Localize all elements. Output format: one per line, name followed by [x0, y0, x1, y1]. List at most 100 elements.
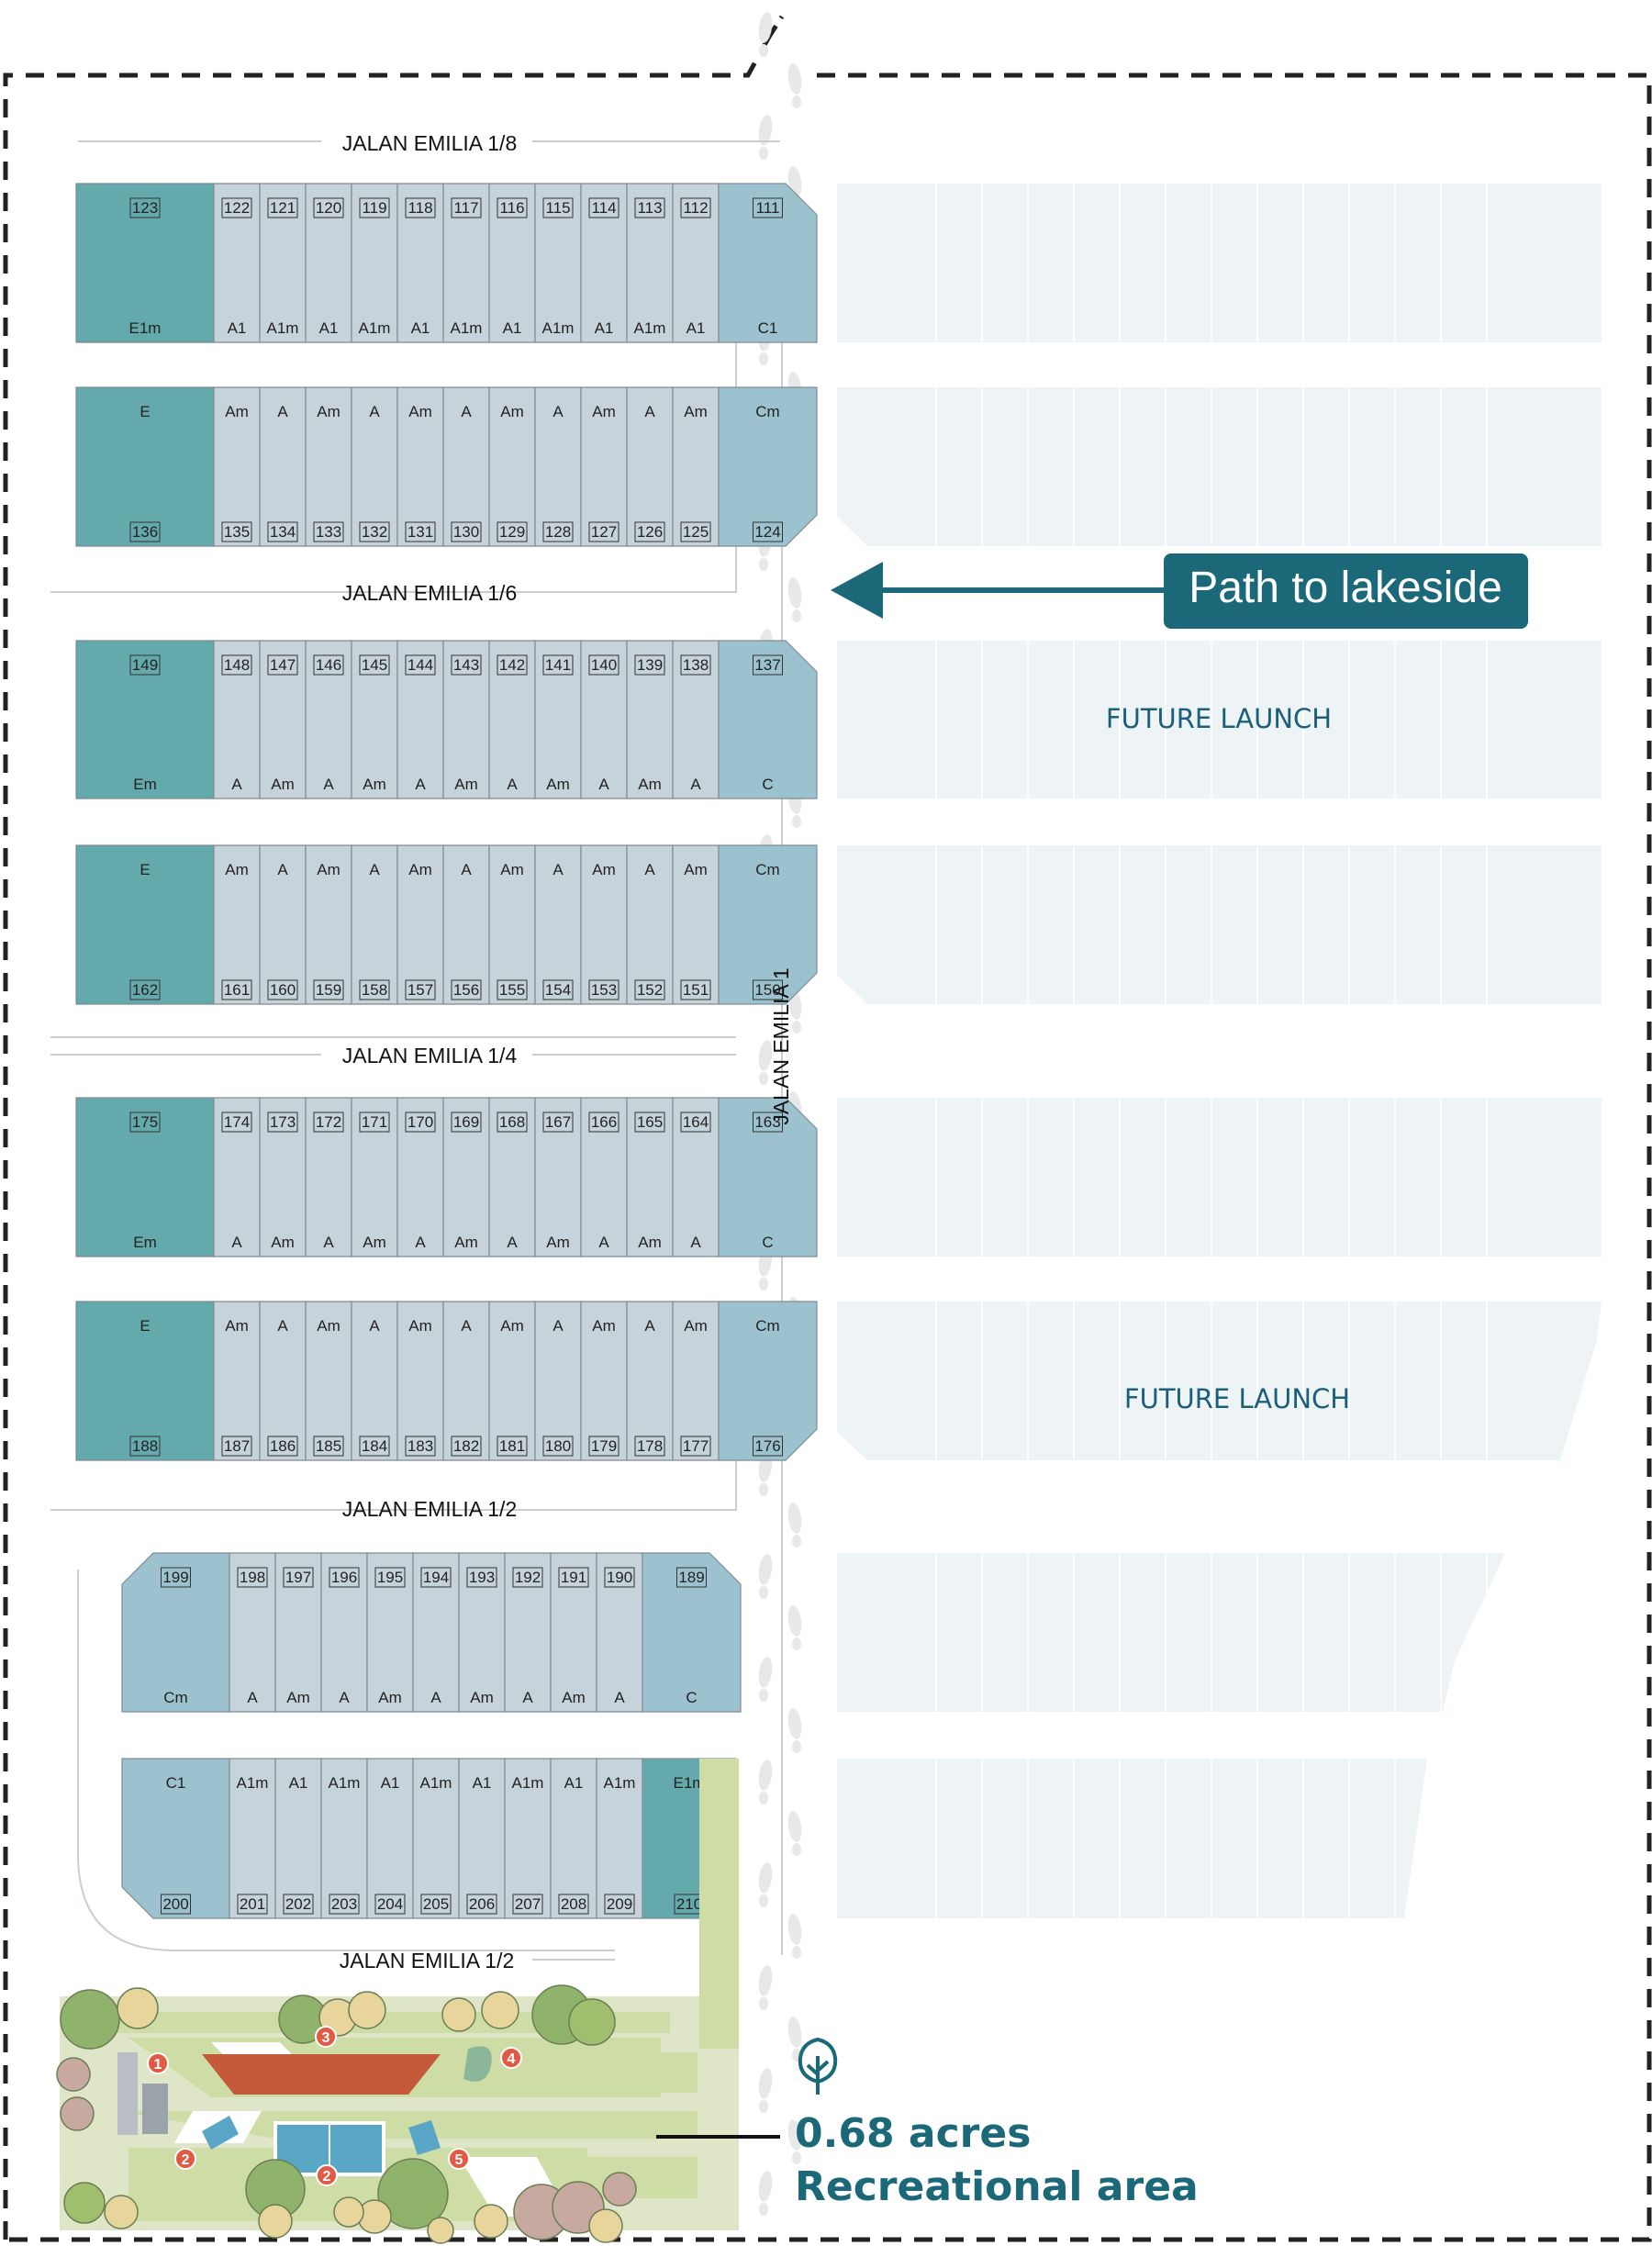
lot-number: 132	[362, 523, 387, 541]
footstep-heel	[792, 1021, 801, 1034]
lot-number: 204	[377, 1895, 403, 1913]
footstep	[758, 1760, 773, 1791]
lot-number-box	[542, 979, 574, 1000]
footstep	[787, 577, 802, 609]
lot-type: E	[140, 1317, 150, 1335]
lot-number-box	[753, 197, 783, 218]
lot-number: 147	[270, 656, 296, 674]
lot-type: Am	[546, 1234, 570, 1251]
lot-type: A	[369, 403, 380, 420]
footstep-heel	[792, 1637, 801, 1650]
lot-number: 187	[224, 1437, 250, 1455]
lot-type: Am	[592, 403, 616, 420]
lot-number: 180	[545, 1437, 571, 1455]
lot-number: 143	[453, 656, 479, 674]
path-to-lakeside-callout: Path to lakeside	[831, 553, 1528, 629]
lot-type: A1m	[237, 1774, 269, 1792]
lot-number-box	[753, 1436, 783, 1457]
park-trees	[56, 1984, 637, 2244]
lot-number: 119	[362, 199, 386, 217]
lot-blocks: 123E1m122A1121A1m120A1119A1m118A1117A1m1…	[75, 183, 818, 1919]
lot-type: A	[644, 1317, 655, 1335]
svg-text:2: 2	[182, 2152, 190, 2168]
lot-type: A	[461, 403, 472, 420]
lot-number: 155	[499, 981, 525, 999]
lot-number: 184	[362, 1437, 387, 1455]
lot-number: 172	[316, 1113, 341, 1131]
lot-number-box	[588, 979, 620, 1000]
lot-type: A1	[289, 1774, 308, 1792]
tree	[63, 2182, 106, 2224]
lot-type: Am	[225, 861, 249, 878]
lot-number-box	[129, 979, 161, 1000]
lot-type: Cm	[755, 1317, 779, 1335]
facility-marker: 4	[500, 2047, 522, 2069]
tree-icon	[798, 2037, 838, 2095]
lot-type: Em	[133, 776, 157, 793]
lot-number-box	[558, 1567, 589, 1588]
lot-number: 148	[224, 656, 250, 674]
lot-number: 133	[316, 523, 341, 541]
lot-number-box	[753, 1112, 783, 1133]
lot-number: 162	[132, 981, 158, 999]
lot-type: A	[690, 776, 701, 793]
footstep-heel	[792, 815, 801, 828]
footstep	[787, 2119, 802, 2151]
lot-type: A	[553, 861, 564, 878]
seating	[117, 2052, 138, 2135]
future-plot-lines	[935, 184, 1488, 1918]
lot-number: 199	[162, 1569, 188, 1586]
lot-type: C	[686, 1689, 697, 1706]
lot-type: A	[507, 776, 518, 793]
lot-type: A1m	[512, 1774, 544, 1792]
lot-type: Cm	[755, 861, 779, 878]
footstep	[787, 1708, 802, 1739]
tree	[602, 2172, 637, 2207]
tree	[474, 2204, 508, 2239]
lot-type: A	[277, 403, 288, 420]
lot-number: 113	[637, 199, 662, 217]
lot-number: 182	[453, 1437, 479, 1455]
lot-number-box	[680, 1112, 711, 1133]
lot-number-box	[129, 1436, 161, 1457]
lot-type: A	[644, 861, 655, 878]
lot-type: A1	[595, 319, 614, 337]
playground-area	[202, 2054, 441, 2095]
lot-type: Am	[225, 403, 249, 420]
lot-number: 197	[285, 1569, 311, 1586]
tree	[56, 2057, 91, 2092]
lot-type: A	[231, 1234, 242, 1251]
lot-number: 120	[316, 199, 341, 217]
tree	[258, 2204, 293, 2239]
lot-number: 165	[637, 1113, 663, 1131]
footstep-heel	[759, 1894, 768, 1907]
lot-type: A	[339, 1689, 350, 1706]
lot-number-box	[267, 1112, 298, 1133]
lot-number: 186	[270, 1437, 296, 1455]
lot-number-box	[374, 1894, 406, 1915]
lot-number-box	[634, 654, 665, 676]
facility-marker: 2	[174, 2148, 196, 2170]
lot-number: 117	[453, 199, 478, 217]
lot-number: 208	[561, 1895, 586, 1913]
lot-type: A	[644, 403, 655, 420]
footstep-heel	[759, 1072, 768, 1085]
footstep-heel	[792, 1843, 801, 1856]
lot-type: A1	[686, 319, 706, 337]
lot-number-box	[221, 1436, 252, 1457]
lot-number-box	[405, 1436, 436, 1457]
lot-number-box	[405, 654, 436, 676]
lot-number-box	[634, 979, 665, 1000]
lot-type: A	[323, 776, 334, 793]
footstep	[758, 2171, 773, 2202]
lot-number-box	[451, 521, 482, 542]
footstep	[787, 1914, 802, 1945]
lot-type: Am	[317, 861, 340, 878]
lot-type: A1	[564, 1774, 584, 1792]
future-block	[837, 1553, 1505, 1712]
lot-number: 210	[676, 1895, 702, 1913]
lot-number: 196	[331, 1569, 357, 1586]
lot-type: A	[461, 1317, 472, 1335]
lot-type: Am	[454, 1234, 478, 1251]
footstep-heel	[759, 1792, 768, 1805]
